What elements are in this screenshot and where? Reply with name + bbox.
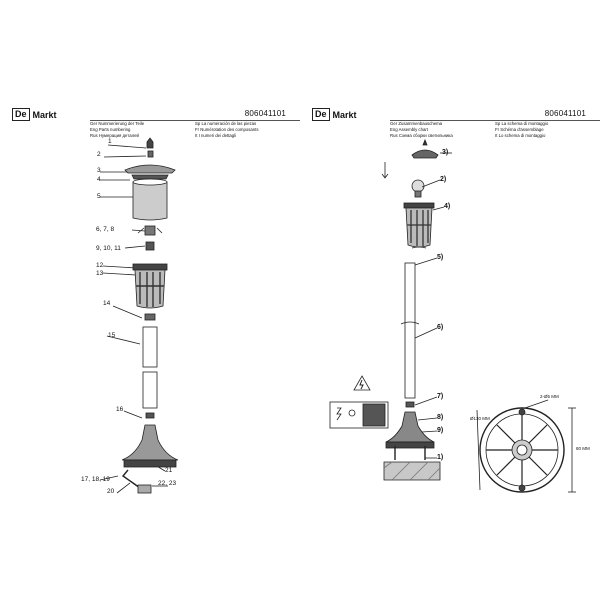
header-text: Eng Assembly chart xyxy=(390,127,428,132)
header-text: It Lo schema di montaggio xyxy=(495,133,546,138)
part-label: 1 xyxy=(108,138,112,145)
diameter-dimension: Ø130 MM xyxy=(470,416,490,421)
part-label: 9, 10, 11 xyxy=(96,245,121,252)
product-code: 806041101 xyxy=(544,109,586,118)
step-label: 8) xyxy=(437,414,444,421)
step-label: 5) xyxy=(437,254,444,261)
part-label: 4 xyxy=(97,176,101,183)
part-label: 21 xyxy=(165,467,173,474)
language-header: Ger Nummerierung der Teile Sp La numeraci… xyxy=(90,120,300,139)
step-label: 9) xyxy=(437,427,444,434)
height-dimension: 80 MM xyxy=(576,446,590,451)
assembly-chart-sheet: De Markt 806041101 Ger Zusammenbauschema… xyxy=(300,100,600,500)
part-label: 22, 23 xyxy=(158,480,177,487)
brand-logo: De Markt xyxy=(312,108,357,121)
header-text: Ger Zusammenbauschema xyxy=(390,121,443,126)
part-label: 13 xyxy=(96,270,104,277)
part-label: 12 xyxy=(96,262,104,269)
part-label: 14 xyxy=(103,300,111,307)
step-label: 1) xyxy=(437,454,444,461)
header-text: Eng Parts numbering xyxy=(90,127,131,132)
step-label: 7) xyxy=(437,393,444,400)
part-label: 6, 7, 8 xyxy=(96,226,115,233)
header-text: Ger Nummerierung der Teile xyxy=(90,121,145,126)
step-label: 4) xyxy=(444,203,451,210)
part-label: 5 xyxy=(97,193,101,200)
brand-logo: De Markt xyxy=(12,108,57,121)
header-text: It I numeri dei dettagli xyxy=(195,133,237,138)
exploded-lamp-diagram xyxy=(99,137,179,494)
language-header: Ger Zusammenbauschema Sp La schema di mon… xyxy=(390,120,600,139)
header-text: Fr Numérotation des composants xyxy=(195,127,259,132)
part-label: 15 xyxy=(108,332,116,339)
parts-numbering-sheet: De Markt 806041101 Ger Nummerierung der … xyxy=(0,100,300,500)
step-label: 3) xyxy=(442,149,449,156)
header-text: Rus Схема сборки светильника xyxy=(390,133,453,138)
header-text: Fr Schéma d'assemblage xyxy=(495,127,544,132)
part-label: 2 xyxy=(97,151,101,158)
product-code: 806041101 xyxy=(244,109,286,118)
part-label: 17, 18, 19 xyxy=(81,476,110,483)
header-text: Sp La numeración de las piezas xyxy=(195,121,257,126)
bolt-dimension: 2-Ø5 MM xyxy=(540,394,559,399)
step-label: 2) xyxy=(440,176,447,183)
part-label: 16 xyxy=(116,406,124,413)
header-text: Sp La schema di montaggio xyxy=(495,121,549,126)
part-label: 3 xyxy=(97,167,101,174)
step-label: 6) xyxy=(437,324,444,331)
part-label: 20 xyxy=(107,488,115,495)
header-text: Rus Нумерация деталей xyxy=(90,133,139,138)
assembly-diagram xyxy=(329,138,576,493)
